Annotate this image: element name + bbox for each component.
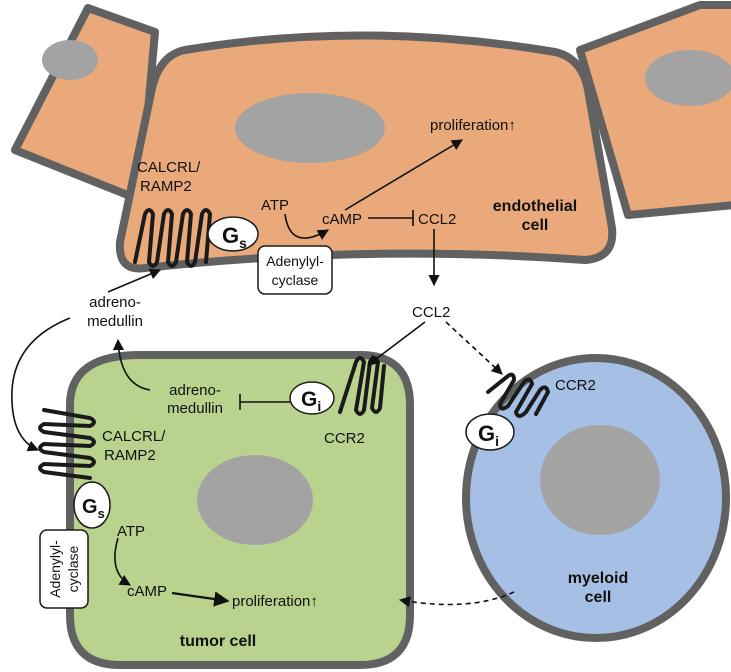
arrow-atp-to-camp — [284, 213, 329, 240]
svg-text:Gi: Gi — [478, 421, 499, 449]
endothelial-receptor-label-1: CALCRL/ — [137, 159, 201, 176]
arrow-tumor-camp-to-proliferation — [171, 591, 230, 607]
arrows — [11, 139, 515, 608]
tumor-nucleus — [197, 455, 313, 545]
tumor-proliferation: proliferation↑ — [232, 593, 318, 610]
myeloid-cell — [462, 354, 730, 642]
tumor-gs-protein: Gs — [73, 481, 111, 529]
endothelial-ccl2: CCL2 — [418, 211, 456, 228]
tumor-receptor-label-2: RAMP2 — [104, 447, 156, 464]
tumor-calcrl-receptor — [38, 408, 96, 480]
gs-letter: G — [82, 496, 98, 518]
right-neighbor-endothelial-cell — [576, 1, 731, 219]
tumor-receptor-label-1: CALCRL/ — [102, 428, 166, 445]
svg-text:Gs: Gs — [82, 496, 105, 521]
tumor-adrenomedullin-1: adreno- — [169, 382, 221, 399]
myeloid-gi-protein: Gi — [465, 413, 515, 451]
tumor-ccr2-receptor — [338, 356, 386, 416]
endothelial-cell-label-2: cell — [522, 217, 549, 234]
gi-subscript: i — [495, 433, 499, 449]
enzyme-label-line1: Adenylyl- — [47, 540, 63, 598]
secreted-adrenomedullin-2: medullin — [87, 313, 143, 330]
tumor-adenylyl-cyclase: Adenylyl- cyclase — [39, 529, 89, 609]
gs-subscript: s — [239, 235, 247, 251]
tumor-cell-label: tumor cell — [180, 633, 256, 650]
tumor-atp: ATP — [117, 523, 145, 540]
arrow-myeloid-to-tumor — [398, 591, 515, 608]
secreted-ccl2: CCL2 — [412, 304, 450, 321]
endothelial-gs-protein: Gs — [207, 216, 259, 252]
endothelial-cell-label-1: endothelial — [493, 198, 577, 215]
myeloid-cell-label-1: myeloid — [568, 570, 628, 587]
secreted-adrenomedullin-1: adreno- — [89, 294, 141, 311]
endothelial-calcrl-receptor — [133, 208, 213, 268]
endothelial-adenylyl-cyclase: Adenylyl- cyclase — [257, 245, 333, 295]
gi-letter: G — [301, 388, 317, 411]
tumor-camp: cAMP — [127, 583, 167, 600]
enzyme-label-line1: Adenylyl- — [266, 253, 324, 269]
right-neighbor-nucleus — [645, 50, 731, 106]
gs-letter: G — [222, 223, 239, 248]
arrow-camp-to-proliferation — [344, 139, 463, 211]
myeloid-nucleus — [540, 425, 660, 535]
arrow-tumor-atp-to-camp — [114, 537, 131, 586]
endothelial-proliferation: proliferation↑ — [430, 117, 516, 134]
enzyme-label-line2: cyclase — [272, 272, 319, 288]
left-neighbor-nucleus — [42, 40, 98, 80]
arrow-ccl2-to-tumor-ccr2 — [367, 321, 426, 366]
endothelial-camp: cAMP — [322, 211, 362, 228]
tumor-gi-protein: Gi — [289, 381, 335, 415]
gi-subscript: i — [317, 398, 321, 414]
svg-text:Gi: Gi — [301, 388, 321, 414]
myeloid-ccr2-label: CCR2 — [555, 377, 596, 394]
tumor-cell — [66, 351, 414, 669]
myeloid-ccr2-receptor — [486, 372, 551, 418]
endothelial-cell — [115, 31, 617, 273]
gi-letter: G — [478, 421, 495, 446]
tumor-ccr2-label: CCR2 — [324, 430, 365, 447]
arrow-adm-to-endothelial-receptor — [107, 268, 162, 293]
tumor-adrenomedullin-2: medullin — [167, 400, 223, 417]
myeloid-cell-label-2: cell — [585, 589, 612, 606]
endothelial-nucleus — [235, 93, 385, 163]
endothelial-receptor-label-2: RAMP2 — [140, 178, 192, 195]
arrow-ccl2-to-myeloid-ccr2 — [445, 321, 503, 375]
arrow-adm-to-tumor-receptor — [11, 317, 71, 452]
enzyme-label-line2: cyclase — [65, 545, 81, 592]
gs-subscript: s — [98, 506, 105, 521]
svg-text:Gs: Gs — [222, 223, 247, 251]
arrow-tumor-adm-secretion — [112, 338, 151, 391]
endothelial-atp: ATP — [261, 197, 289, 214]
